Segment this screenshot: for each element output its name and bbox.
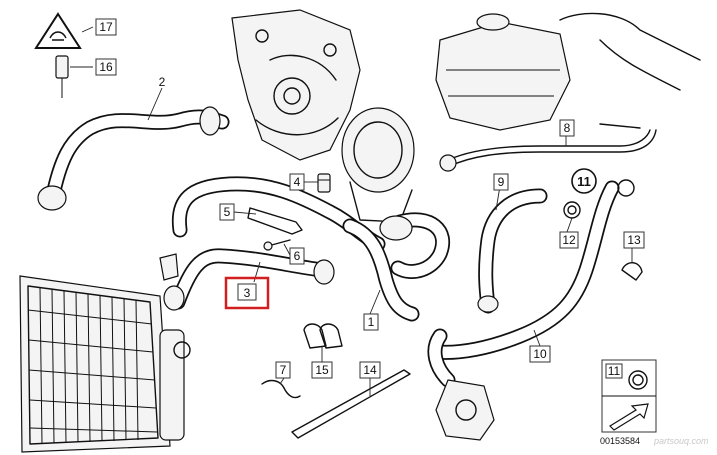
svg-text:16: 16 — [99, 60, 113, 74]
svg-text:13: 13 — [627, 233, 641, 247]
pointing-arrow-icon — [609, 403, 649, 431]
svg-text:5: 5 — [224, 205, 231, 219]
callout-16[interactable]: 16 — [95, 58, 117, 76]
auxiliary-pump-hose — [427, 180, 620, 388]
vent-line — [439, 123, 657, 172]
engine-water-pump-housing — [231, 9, 415, 223]
svg-text:3: 3 — [244, 286, 251, 300]
svg-text:9: 9 — [498, 175, 505, 189]
callout-17[interactable]: 17 — [95, 18, 117, 36]
legend-panel: 11 — [601, 359, 657, 433]
expansion-tank — [435, 12, 701, 131]
document-id: 00153584 — [600, 436, 640, 446]
svg-text:14: 14 — [363, 363, 377, 377]
callout-4[interactable]: 4 — [289, 173, 305, 191]
svg-text:1: 1 — [368, 315, 375, 329]
heater-hose — [477, 188, 548, 314]
callout-7[interactable]: 7 — [275, 361, 291, 379]
callout-11[interactable]: 11 — [571, 168, 597, 194]
callout-12[interactable]: 12 — [559, 231, 579, 249]
svg-text:12: 12 — [562, 233, 576, 247]
callout-8[interactable]: 8 — [559, 119, 575, 137]
coolant-warning-icon — [34, 12, 82, 49]
callout-9[interactable]: 9 — [493, 173, 509, 191]
leader-lines — [70, 26, 633, 396]
svg-text:4: 4 — [294, 175, 301, 189]
callout-2[interactable]: 2 — [159, 75, 166, 89]
svg-text:2: 2 — [159, 75, 166, 89]
watermark: partsouq.com — [653, 436, 709, 446]
svg-text:17: 17 — [99, 20, 113, 34]
callout-6[interactable]: 6 — [289, 247, 305, 265]
callout-3[interactable]: 3 — [224, 276, 270, 310]
callout-14[interactable]: 14 — [359, 361, 381, 379]
upper-radiator-hose — [37, 106, 230, 211]
coolant-hose-3 — [163, 248, 335, 311]
callout-1[interactable]: 1 — [363, 313, 379, 331]
svg-text:10: 10 — [533, 347, 547, 361]
svg-text:8: 8 — [564, 121, 571, 135]
callout-15[interactable]: 15 — [311, 361, 333, 379]
small-parts — [55, 55, 643, 439]
thermostat-hose — [342, 212, 451, 322]
svg-text:11: 11 — [577, 174, 591, 189]
svg-text:7: 7 — [280, 363, 287, 377]
svg-text:11: 11 — [608, 364, 621, 378]
svg-text:6: 6 — [294, 249, 301, 263]
callout-5[interactable]: 5 — [219, 203, 235, 221]
auxiliary-water-pump — [435, 379, 495, 441]
callout-11-legend[interactable]: 11 — [605, 363, 623, 379]
callout-13[interactable]: 13 — [623, 231, 645, 249]
bypass-hose — [171, 176, 386, 252]
svg-text:15: 15 — [315, 363, 329, 377]
callout-10[interactable]: 10 — [529, 345, 551, 363]
radiator — [19, 275, 191, 453]
